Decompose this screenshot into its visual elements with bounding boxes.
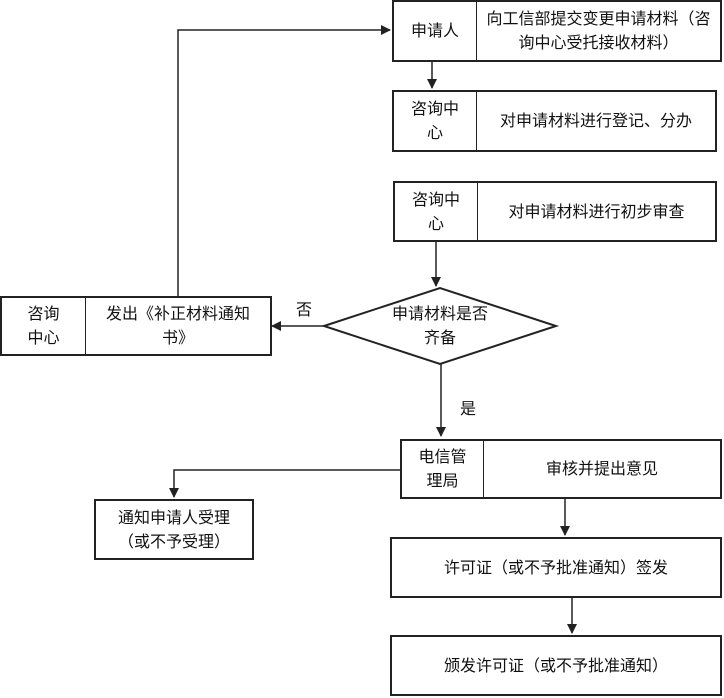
telecom-role: 电信管理局 [402, 441, 484, 497]
register-text: 对申请材料进行登记、分办 [499, 111, 692, 130]
register-box: 咨询中心 对申请材料进行登记、分办 [392, 90, 717, 152]
license-text: 许可证（或不予批准通知）签发 [443, 557, 668, 577]
telecom-box: 电信管理局 审核并提出意见 [400, 439, 722, 499]
label-yes: 是 [460, 399, 477, 418]
applicant-text: 向工信部提交变更申请材料（咨询中心受托接收材料） [486, 9, 711, 52]
supplement-text: 发出《补正材料通知书》 [105, 304, 250, 347]
issue-text: 颁发许可证（或不予批准通知） [443, 655, 668, 675]
decision-text: 申请材料是否齐备 [391, 304, 488, 347]
applicant-box: 申请人 向工信部提交变更申请材料（咨询中心受托接收材料） [392, 0, 722, 62]
review-box: 咨询中心 对申请材料进行初步审查 [393, 181, 717, 242]
decision-diamond [320, 286, 560, 366]
issue-box: 颁发许可证（或不予批准通知） [390, 635, 722, 696]
review-text: 对申请材料进行初步审查 [508, 201, 685, 221]
label-no: 否 [296, 300, 313, 319]
applicant-role: 申请人 [394, 2, 477, 60]
supplement-role: 咨询中心 [2, 298, 86, 354]
telecom-text: 审核并提出意见 [545, 459, 658, 478]
supplement-box: 咨询中心 发出《补正材料通知书》 [0, 296, 272, 356]
notify-text: 通知申请人受理（或不予受理） [117, 507, 230, 551]
arrow-telecom-notify [169, 469, 400, 498]
register-role: 咨询中心 [394, 92, 477, 150]
review-role: 咨询中心 [395, 183, 478, 240]
arrow-supplement-applicant [177, 25, 391, 296]
license-box: 许可证（或不予批准通知）签发 [390, 537, 722, 598]
notify-box: 通知申请人受理（或不予受理） [94, 499, 254, 560]
